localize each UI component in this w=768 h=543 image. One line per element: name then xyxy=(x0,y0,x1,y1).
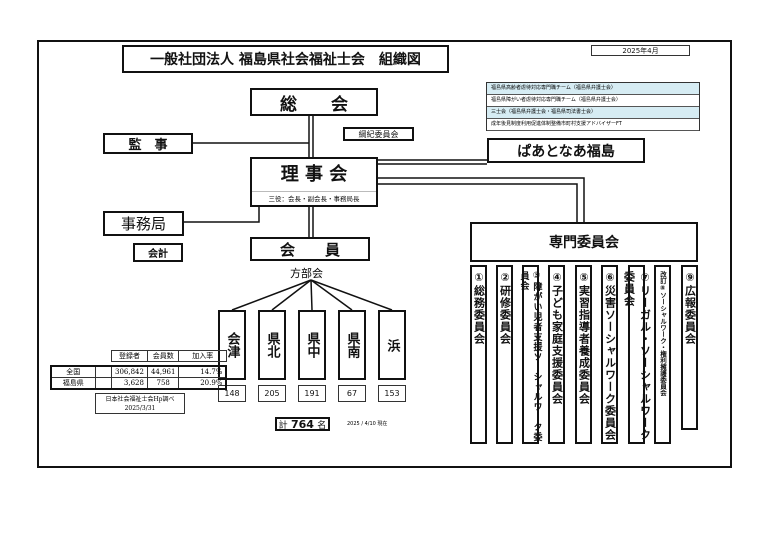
discipline-committee-box: 綱紀委員会 xyxy=(343,127,414,141)
committee-box: ②研修委員会 xyxy=(496,265,513,444)
stats-cell: 3,628 xyxy=(111,377,148,390)
total-value: 764 xyxy=(291,417,314,431)
branch-box: 県中 xyxy=(298,310,326,380)
branch-box: 浜 xyxy=(378,310,406,380)
date-label: 2025年4月 xyxy=(591,45,690,56)
stats-table: 登録者 会員数 加入率 全国 306,842 44,961 14.7% 福島県 … xyxy=(50,350,228,390)
stats-row-label: 福島県 xyxy=(50,377,96,390)
source-line1: 日本社会福祉士会Hp調べ xyxy=(105,396,175,403)
stats-header: 会員数 xyxy=(146,350,180,362)
committee-box: ⑦リーガル・ソーシャルワーク委員会 xyxy=(623,265,652,444)
board-box: 理 事 会 三役：会長・副会長・事務局長 xyxy=(250,157,378,207)
partner-box: ぱあとなあ福島 xyxy=(487,138,645,163)
stats-cell: 44,961 xyxy=(146,365,180,378)
accounting-box: 会計 xyxy=(133,243,183,262)
source-line2: 2025/3/31 xyxy=(124,405,156,412)
total-box: 計 764 名 xyxy=(275,417,330,431)
committee-box: ⑤実習指導者養成委員会 xyxy=(575,265,592,444)
committee-box: ⑨広報委員会 xyxy=(681,265,698,430)
secretariat-box: 事務局 xyxy=(103,211,184,236)
expert-committee-box: 専門委員会 xyxy=(470,222,698,262)
side-team-list: 福島県高齢者虐待対応専門職チーム（福島県弁護士会） 福島県障がい者虐待対応専門職… xyxy=(486,82,700,131)
branch-count: 148 xyxy=(218,385,246,402)
side-team-item: 福島県高齢者虐待対応専門職チーム（福島県弁護士会） xyxy=(487,83,699,95)
board-subtitle: 三役：会長・副会長・事務局長 xyxy=(268,194,360,203)
total-as-of: 2025 / 4/10 現在 xyxy=(347,421,388,427)
committee-box: ⑥災害ソーシャルワーク委員会 xyxy=(601,265,618,444)
branch-count: 191 xyxy=(298,385,326,402)
side-team-item: 福島県障がい者虐待対応専門職チーム（福島県弁護士会） xyxy=(487,95,699,107)
committee-box: ④子ども家庭支援委員会 xyxy=(548,265,565,444)
branch-label: 方部会 xyxy=(290,267,323,280)
chart-title: 一般社団法人 福島県社会福祉士会 組織図 xyxy=(122,45,449,73)
branch-count: 67 xyxy=(338,385,366,402)
branch-box: 県北 xyxy=(258,310,286,380)
stats-cell: 758 xyxy=(146,377,180,390)
source-box: 日本社会福祉士会Hp調べ 2025/3/31 xyxy=(95,393,185,414)
committee-box: 改訂⑧ソーシャルワーク・権利擁護委員会 xyxy=(654,265,671,444)
stats-cell: 14.7% xyxy=(178,365,228,378)
branch-count: 205 xyxy=(258,385,286,402)
total-suffix: 名 xyxy=(317,420,327,431)
stats-row-label: 全国 xyxy=(50,365,96,378)
stats-cell: 306,842 xyxy=(111,365,148,378)
auditor-box: 監 事 xyxy=(103,133,193,154)
stats-cell: 20.9% xyxy=(178,377,228,390)
stats-header: 登録者 xyxy=(111,350,148,362)
side-team-item: 成年後見制度利用促進体制整備市町村支援アドバイザーFT xyxy=(487,119,699,131)
stats-header: 加入率 xyxy=(178,350,227,362)
committee-box: ③障がい児者支援ソーシャルワーク委員会 xyxy=(519,265,542,444)
branch-box: 会津 xyxy=(218,310,246,380)
committee-box: ①総務委員会 xyxy=(470,265,487,444)
branch-count: 153 xyxy=(378,385,406,402)
outer-frame xyxy=(37,40,732,468)
side-team-item: 三士会（福島県弁護士会・福島県司法書士会） xyxy=(487,107,699,119)
total-prefix: 計 xyxy=(278,420,288,431)
board-title: 理 事 会 xyxy=(252,159,376,192)
general-meeting-box: 総 会 xyxy=(250,88,378,116)
members-box: 会 員 xyxy=(250,237,370,261)
branch-box: 県南 xyxy=(338,310,366,380)
